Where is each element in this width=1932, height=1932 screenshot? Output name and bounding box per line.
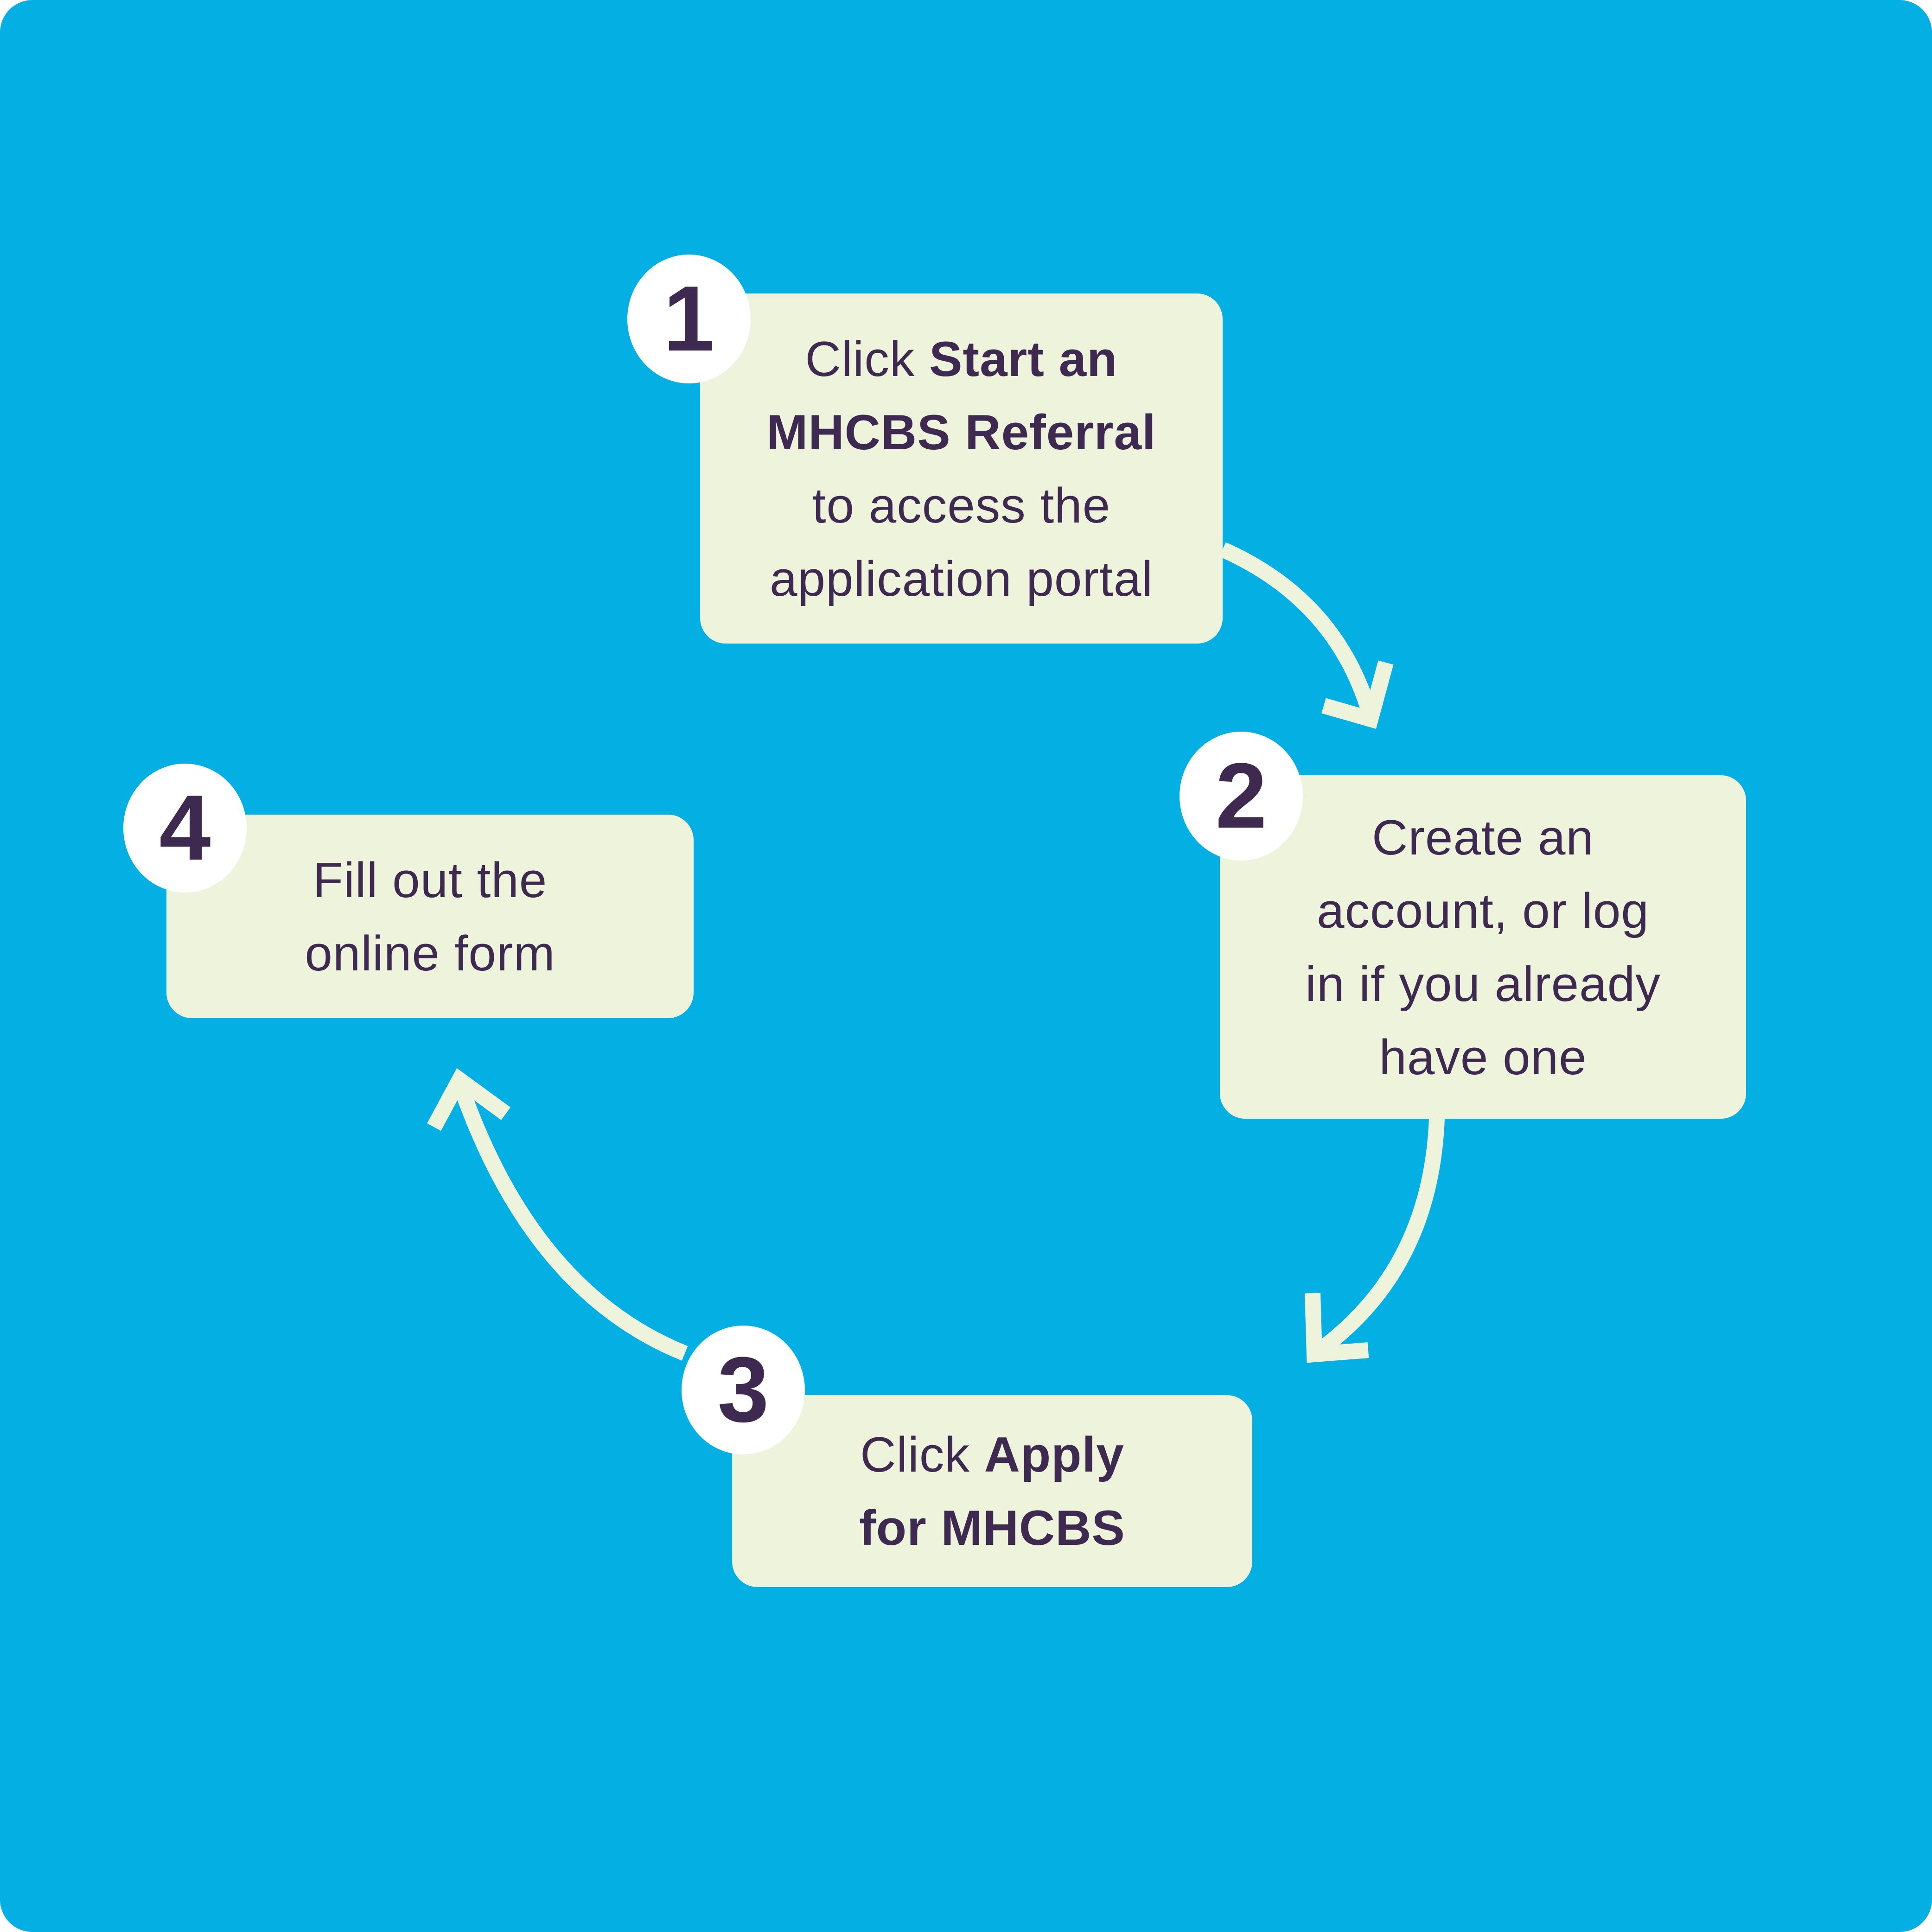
text-line: in if you already [1305,956,1661,1012]
step-3-number: 3 [717,1338,769,1441]
text-line: account, or log [1317,882,1649,938]
step-3-box: Click Apply for MHCBS [732,1395,1252,1587]
curved-arrow-step2-to-step3-icon [1305,1118,1445,1363]
step-2-number: 2 [1215,744,1267,848]
curved-arrow-step1-to-step2-icon [1219,542,1394,729]
text-line: Click Apply [860,1427,1124,1482]
text-line: Click Start an [805,331,1118,387]
step-2-text: Create an account, or log in if you alread… [1305,801,1660,1094]
step-1-number: 1 [663,267,715,370]
step-1-number-circle: 1 [627,255,751,383]
text-line: Create an [1372,809,1594,865]
step-4-text: Fill out the online form [305,843,555,990]
text-line: to access the [812,477,1111,533]
step-4-box: Fill out the online form [166,815,694,1018]
step-2-box: Create an account, or log in if you alread… [1220,775,1746,1119]
step-4-number-circle: 4 [123,764,247,893]
step-2-number-circle: 2 [1180,732,1303,861]
text-line: for MHCBS [859,1500,1125,1556]
step-1-box: Click Start an MHCBS Referral to access th… [700,293,1223,644]
text-line: have one [1379,1029,1587,1085]
step-1-text: Click Start an MHCBS Referral to access th… [766,322,1156,615]
text-line: MHCBS Referral [766,404,1156,460]
step-3-number-circle: 3 [682,1326,805,1454]
text-line: online form [305,925,555,981]
text-line: application portal [770,550,1153,606]
step-4-number: 4 [159,776,211,880]
text-line: Fill out the [312,852,548,908]
curved-arrow-step3-to-step4-icon [427,1068,688,1361]
step-3-text: Click Apply for MHCBS [859,1418,1125,1564]
